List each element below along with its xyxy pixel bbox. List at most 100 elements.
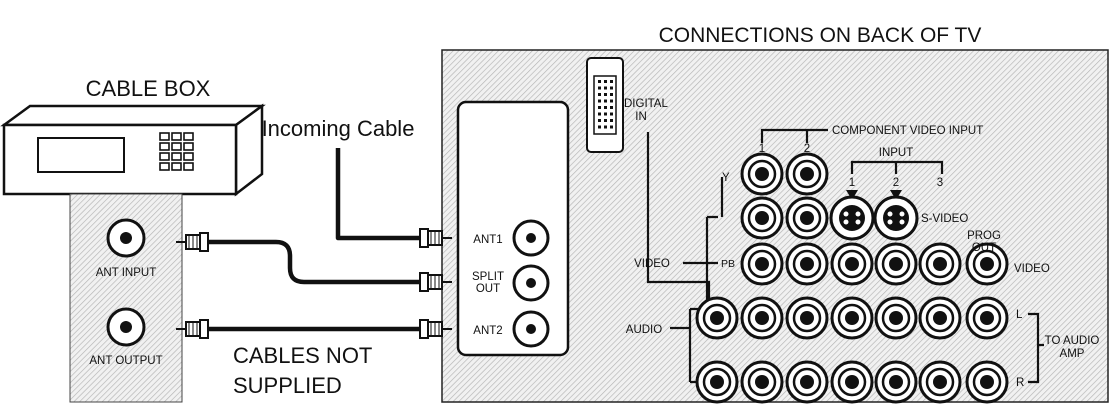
digital-audio-l-jack[interactable] [695, 296, 739, 340]
digital-audio-r-jack[interactable] [695, 360, 739, 404]
s-video-jack-1[interactable] [829, 195, 875, 241]
cables-note-line1: CABLES NOT [233, 343, 372, 368]
dvi-pin [598, 93, 601, 96]
cable-box-keypad [159, 132, 194, 171]
y-label: Y [722, 172, 730, 184]
component-num-2: 2 [804, 143, 810, 155]
split-out-label-line1: SPLIT [472, 271, 504, 283]
component-1-y-jack[interactable] [740, 152, 784, 196]
prog-out-label-line2: OUT [972, 242, 996, 254]
cable-box-display [37, 137, 125, 173]
audio-left-bracket [670, 307, 703, 384]
dvi-pin [604, 93, 607, 96]
cable-box-label: CABLE BOX [86, 76, 211, 101]
keypad-key [159, 152, 170, 161]
ant2-jack[interactable] [512, 310, 550, 348]
dvi-pin [610, 106, 613, 109]
dvi-pin [598, 112, 601, 116]
split-out-jack[interactable] [512, 264, 550, 302]
audio-l-jack[interactable] [918, 296, 962, 340]
keypad-key [159, 162, 170, 171]
input-3-video-jack[interactable] [918, 242, 962, 286]
keypad-key [183, 132, 194, 141]
video-right-label: VIDEO [1014, 263, 1050, 275]
component-1-pb-jack[interactable] [740, 196, 784, 240]
coax-connector [419, 228, 452, 248]
keypad-key [171, 132, 182, 141]
cable-box-device [0, 103, 266, 197]
coax-connector [419, 319, 452, 339]
audio-r-jack[interactable] [830, 360, 874, 404]
s-video-jack-2[interactable] [873, 195, 919, 241]
to-audio-amp-label-line2: AMP [1060, 348, 1085, 360]
digital-in-label-line2: IN [635, 111, 647, 123]
component-1-pr-jack[interactable] [740, 242, 784, 286]
prog-out-video-jack[interactable] [965, 242, 1009, 286]
audio-r-jack[interactable] [965, 360, 1009, 404]
audio-l-jack[interactable] [740, 296, 784, 340]
dvi-pin [598, 106, 601, 109]
video-left-label: VIDEO [634, 258, 670, 270]
dvi-pin [604, 125, 607, 129]
digital-in-label-line1: DIGITAL [624, 98, 668, 110]
ant-output-jack[interactable] [106, 307, 146, 347]
ant-output-label: ANT OUTPUT [89, 355, 162, 367]
input-num-1: 1 [849, 177, 855, 189]
dvi-pin [604, 80, 607, 83]
dvi-pin [598, 119, 601, 122]
audio-right-bracket [1028, 312, 1044, 384]
input-num-3: 3 [937, 177, 943, 189]
component-2-y-jack[interactable] [785, 152, 829, 196]
ant-input-jack[interactable] [106, 218, 146, 258]
dvi-pin [598, 99, 601, 103]
audio-r-jack[interactable] [785, 360, 829, 404]
cable-to-ant-input [208, 239, 420, 285]
coax-connector [176, 319, 209, 339]
cables-note-line2: SUPPLIED [233, 373, 342, 398]
r-right-label: R [1016, 377, 1024, 389]
audio-l-jack[interactable] [874, 296, 918, 340]
dvi-pin [604, 99, 607, 103]
keypad-key [183, 152, 194, 161]
keypad-key [159, 132, 170, 141]
audio-l-jack[interactable] [785, 296, 829, 340]
coax-connector [419, 272, 452, 292]
audio-r-jack[interactable] [740, 360, 784, 404]
component-video-input-label: COMPONENT VIDEO INPUT [832, 125, 983, 137]
incoming-cable [335, 148, 420, 241]
dvi-pin [604, 112, 607, 116]
audio-l-jack[interactable] [965, 296, 1009, 340]
dvi-pins [598, 80, 613, 129]
dvi-pin [610, 86, 613, 90]
ant2-label: ANT2 [473, 325, 502, 337]
l-right-label: L [1016, 309, 1023, 321]
audio-l-jack[interactable] [830, 296, 874, 340]
input-num-2: 2 [893, 177, 899, 189]
incoming-cable-label: Incoming Cable [262, 116, 415, 141]
keypad-key [183, 142, 194, 151]
keypad-key [159, 142, 170, 151]
input-2-video-jack[interactable] [874, 242, 918, 286]
digital-in-port[interactable] [586, 57, 624, 153]
audio-r-jack[interactable] [874, 360, 918, 404]
dvi-pin [610, 112, 613, 116]
dvi-pin [610, 80, 613, 83]
diagram-title: CONNECTIONS ON BACK OF TV [659, 24, 982, 47]
component-num-1: 1 [759, 143, 765, 155]
audio-r-jack[interactable] [918, 360, 962, 404]
component-2-pr-jack[interactable] [785, 242, 829, 286]
ant-input-label: ANT INPUT [96, 267, 157, 279]
dvi-pin [610, 93, 613, 96]
component-video-bracket [760, 128, 828, 143]
component-2-pb-jack[interactable] [785, 196, 829, 240]
dvi-pin [604, 119, 607, 122]
dvi-pin [598, 86, 601, 90]
dvi-pin [598, 125, 601, 129]
ant1-jack[interactable] [512, 219, 550, 257]
input-1-video-jack[interactable] [830, 242, 874, 286]
dvi-pin [610, 125, 613, 129]
keypad-key [171, 152, 182, 161]
audio-label: AUDIO [626, 324, 662, 336]
keypad-key [171, 162, 182, 171]
to-audio-amp-label-line1: TO AUDIO [1045, 335, 1100, 347]
